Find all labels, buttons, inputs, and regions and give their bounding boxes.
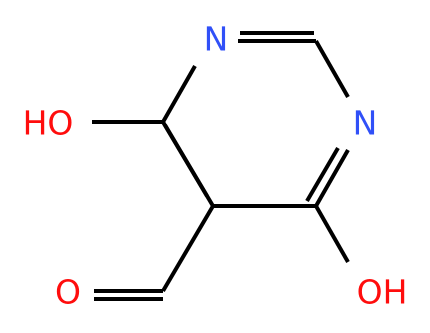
atom-labels: N N HO OH O [23, 20, 408, 312]
nitrogen-right-label: N [353, 104, 378, 143]
bond-c6-oh [314, 205, 350, 263]
bond-n1-c6-inner [305, 146, 340, 203]
nitrogen-top-label: N [204, 20, 229, 59]
bond-n1-c6 [314, 149, 350, 207]
hydroxyl-left-label: HO [23, 104, 74, 143]
bond-c4-n3 [161, 65, 197, 123]
hydroxyl-bottom-label: OH [357, 273, 408, 312]
bonds [92, 31, 350, 301]
bond-c5-c4-inner [163, 123, 209, 198]
bond-c2-n1 [314, 40, 350, 98]
aldehyde-oxygen-label: O [55, 273, 81, 312]
bond-c5-cho [161, 204, 215, 293]
